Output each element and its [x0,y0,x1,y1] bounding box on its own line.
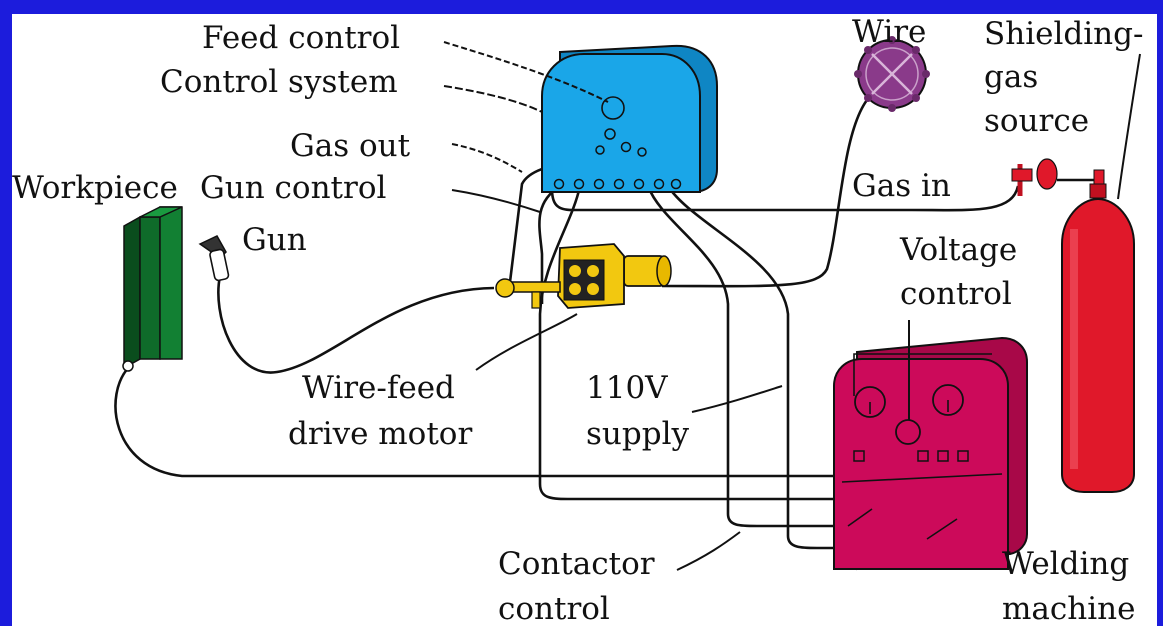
supply-line-b [666,185,847,550]
label-contactor-2: control [498,591,610,626]
label-workpiece: Workpiece [12,170,178,206]
label-feed-control: Feed control [202,20,400,56]
label-welding-2: machine [1002,591,1135,626]
label-wire-feed-1: Wire-feed [302,370,455,406]
leader-lines [443,41,1141,571]
label-control-system: Control system [160,64,398,100]
label-gas-out: Gas out [290,128,411,164]
label-gun-control: Gun control [200,170,386,206]
gas-cylinder-icon [1061,183,1135,493]
wire-spool-icon [854,36,930,112]
wire-spool-feed [661,99,869,288]
leader-supply [691,385,783,413]
label-welding-1: Welding [1002,546,1129,582]
leader-shielding-gas [1117,53,1141,200]
leader-contactor [676,531,741,571]
label-supply-1: 110V [586,370,668,406]
labels: Feed control Control system Gas out Work… [12,14,1143,626]
leader-gun-control [451,189,541,213]
diagram-panel: Feed control Control system Gas out Work… [12,14,1157,626]
welding-gun-icon [198,235,230,282]
leader-wire-feed [475,313,578,371]
machine-cable-drape [853,353,992,396]
gun-cable [217,275,495,374]
contactor-control-line [538,185,847,501]
label-contactor-1: Contactor [498,546,655,582]
workpiece-plates [122,206,183,372]
label-supply-2: supply [586,416,689,452]
label-wire: Wire [852,14,926,50]
label-voltage-1: Voltage [899,232,1017,268]
label-shielding-gas-1: Shielding- [984,16,1143,52]
wire-feed-motor-icon [495,243,672,309]
label-wire-feed-2: drive motor [288,416,472,452]
label-gun: Gun [242,222,307,258]
label-voltage-2: control [900,276,1012,312]
label-gas-in: Gas in [852,168,951,204]
label-shielding-gas-2: gas [984,59,1038,95]
supply-line-a [646,185,847,528]
leader-control-system [443,85,543,113]
label-shielding-gas-3: source [984,103,1089,139]
welding-machine-icon [833,336,1028,571]
gas-in-line [550,185,1020,212]
leader-gas-out [451,143,523,173]
workpiece-cable [114,365,842,478]
gmaw-equipment-diagram: Feed control Control system Gas out Work… [12,14,1143,626]
gas-regulator-icon [1011,158,1105,196]
control-system-box [541,44,718,193]
